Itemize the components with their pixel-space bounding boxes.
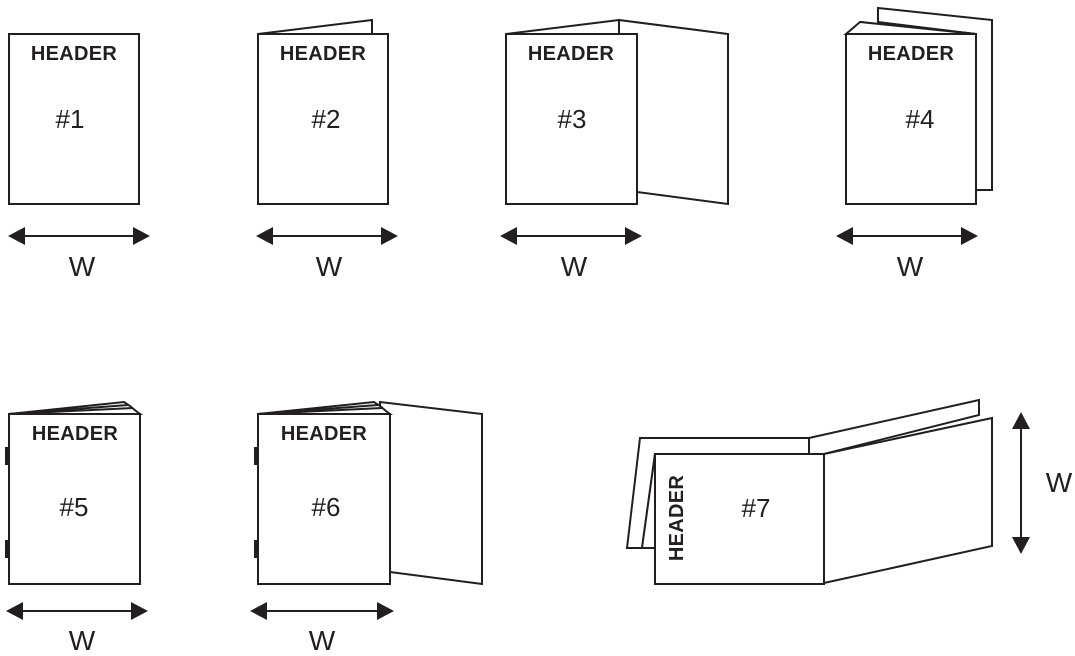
fold-top (505, 18, 620, 35)
booklet-number: #7 (742, 493, 771, 523)
width-arrow (250, 602, 394, 620)
front-cover (257, 33, 389, 205)
booklet-number: #2 (312, 104, 341, 134)
booklet-6: HEADER #6 W (250, 400, 483, 656)
booklet-5: HEADER #5 W (5, 400, 148, 656)
width-label: W (561, 251, 588, 282)
staple-top (254, 447, 258, 465)
width-arrow (836, 227, 978, 245)
width-label: W (309, 625, 336, 656)
front-cover (8, 33, 140, 205)
width-label: W (69, 251, 96, 282)
booklet-number: #4 (906, 104, 935, 134)
front-cover (8, 413, 141, 585)
back-panel (379, 400, 483, 586)
width-arrow (8, 227, 150, 245)
booklet-3: HEADER #3 W (500, 18, 729, 282)
booklet-4: HEADER #4 W (836, 6, 993, 282)
staple-bottom (254, 540, 258, 558)
header-label: HEADER (528, 43, 615, 65)
booklet-1: HEADER #1 W (8, 33, 150, 282)
staple-top (5, 447, 9, 465)
booklet-number: #6 (312, 492, 341, 522)
width-label: W (69, 625, 96, 656)
width-label: W (316, 251, 343, 282)
header-label: HEADER (281, 423, 368, 445)
header-label: HEADER (32, 423, 119, 445)
booklet-number: #1 (56, 104, 85, 134)
front-cover (845, 33, 977, 205)
front-cover (505, 33, 638, 205)
back-sheet (257, 18, 373, 35)
header-label: HEADER (868, 43, 955, 65)
booklet-7: HEADER #7 W (625, 398, 1073, 585)
width-label: W (897, 251, 924, 282)
header-label: HEADER (666, 475, 688, 562)
width-label: W (1046, 467, 1073, 498)
booklet-2: HEADER #2 W (256, 18, 398, 282)
booklet-number: #3 (558, 104, 587, 134)
width-arrow (6, 602, 148, 620)
staple-bottom (5, 540, 9, 558)
booklet-number: #5 (60, 492, 89, 522)
width-arrow (500, 227, 642, 245)
front-cover (654, 453, 825, 585)
width-arrow-vertical (1012, 412, 1030, 554)
width-arrow (256, 227, 398, 245)
front-cover (257, 413, 391, 585)
header-label: HEADER (280, 43, 367, 65)
header-label: HEADER (31, 43, 118, 65)
